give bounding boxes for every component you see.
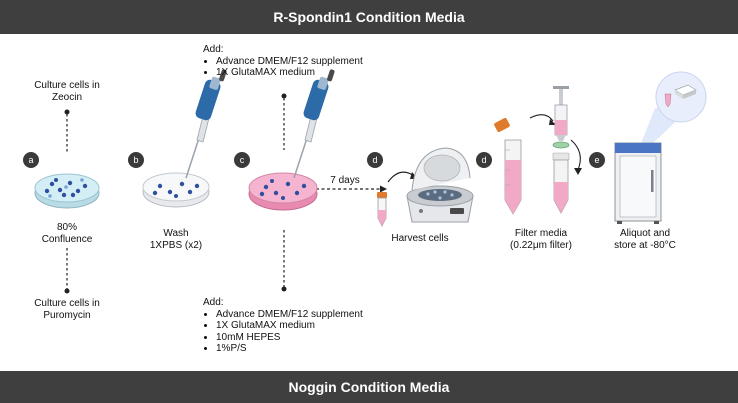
add-bottom-item: 1%P/S bbox=[216, 343, 363, 355]
conical-tube-icon bbox=[552, 152, 570, 214]
connector-c-top bbox=[281, 93, 287, 150]
pipette-icon bbox=[293, 69, 335, 179]
syringe-filter-icon bbox=[552, 86, 570, 149]
freezer-icon bbox=[614, 71, 707, 224]
pipette-icon bbox=[185, 69, 227, 179]
step-a-top-note: Culture cells in Zeocin bbox=[34, 80, 100, 103]
step-a-label: 80% Confluence bbox=[41, 222, 93, 245]
petri-dish-icon bbox=[248, 172, 318, 211]
connector-c-bottom bbox=[281, 230, 287, 292]
step-d-filter-label: Filter media (0.22μm filter) bbox=[510, 228, 572, 251]
step-d-harvest-label: Harvest cells bbox=[391, 233, 449, 244]
petri-dish-icon bbox=[142, 172, 210, 208]
add-bottom-item: Advance DMEM/F12 supplement bbox=[216, 309, 363, 321]
step-a-badge: a bbox=[23, 152, 39, 168]
add-top-item: 1X GlutaMAX medium bbox=[216, 67, 363, 79]
add-bottom-list: Add: Advance DMEM/F12 supplement 1X Glut… bbox=[203, 297, 363, 355]
arrow-7-days bbox=[316, 185, 387, 193]
conical-tube-icon bbox=[377, 192, 387, 227]
banner-bottom-title: Noggin Condition Media bbox=[0, 371, 738, 403]
step-d-harvest-badge: d bbox=[367, 152, 383, 168]
conical-tube-icon bbox=[494, 118, 522, 215]
add-bottom-item: 1X GlutaMAX medium bbox=[216, 320, 363, 332]
banner-top-title: R-Spondin1 Condition Media bbox=[0, 0, 738, 34]
step-e-badge: e bbox=[589, 152, 605, 168]
connector-a-top bbox=[64, 109, 70, 152]
step-a-bottom-note: Culture cells in Puromycin bbox=[34, 298, 100, 321]
centrifuge-icon bbox=[406, 147, 474, 223]
add-top-item: Advance DMEM/F12 supplement bbox=[216, 56, 363, 68]
add-bottom-heading: Add: bbox=[203, 297, 224, 308]
petri-dish-icon bbox=[34, 173, 100, 209]
step-c-duration: 7 days bbox=[330, 175, 360, 186]
arrow-to-syringe bbox=[529, 114, 556, 125]
step-e-label: Aliquot and store at -80°C bbox=[614, 228, 676, 251]
add-bottom-item: 10mM HEPES bbox=[216, 332, 363, 344]
step-b-label: Wash 1XPBS (x2) bbox=[149, 228, 203, 251]
add-top-list: Add: Advance DMEM/F12 supplement 1X Glut… bbox=[203, 44, 363, 79]
arrow-to-tube bbox=[570, 139, 582, 175]
add-top-heading: Add: bbox=[203, 44, 224, 55]
step-c-badge: c bbox=[234, 152, 250, 168]
step-d-filter-badge: d bbox=[476, 152, 492, 168]
step-b-badge: b bbox=[128, 152, 144, 168]
connector-a-bottom bbox=[64, 248, 70, 294]
